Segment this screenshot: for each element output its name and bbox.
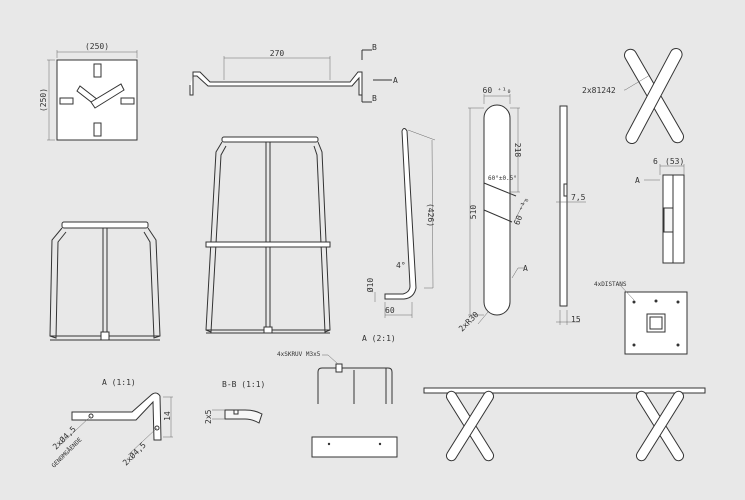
leg-profile-view: (426) 4° Ø10 60 A (2:1)	[362, 128, 436, 343]
view-a-label: A	[393, 76, 398, 85]
bench-view	[423, 387, 706, 462]
slat-thickness-dim: 15	[571, 315, 581, 324]
box-side-view: 6 (53) A	[635, 157, 685, 264]
slot-depth-dim: 7,5	[571, 193, 586, 202]
slat-view-a-label: A	[523, 264, 528, 273]
clock-plate-view: (250) (250)	[39, 42, 138, 141]
detail-a-title: A (1:1)	[102, 378, 136, 387]
small-stool-view	[49, 221, 161, 341]
slat-upper-dim: 218	[513, 143, 522, 158]
leg-length-dim: (426)	[426, 203, 435, 227]
top-bar-length-dim: 270	[270, 49, 285, 58]
slat-radius-dim: 2xR30	[457, 310, 481, 334]
detail-a-height-dim: 14	[163, 411, 172, 421]
clock-height-dim: (250)	[39, 88, 48, 112]
box-depth-dim: (53)	[665, 157, 684, 166]
leg-angle-dim: 4°	[396, 261, 406, 270]
section-b-top-label: B	[372, 43, 377, 52]
cross-legs-view: 2x81242	[582, 48, 684, 144]
box-offset-dim: 6	[653, 157, 658, 166]
slat-width-dim: 60 ⁺¹₀	[483, 86, 512, 95]
cross-callout: 2x81242	[582, 86, 616, 95]
section-bb-title: B-B (1:1)	[222, 380, 265, 389]
box-back-view: 4xDISTANS	[594, 281, 688, 355]
clock-width-dim: (250)	[85, 42, 109, 51]
slat-slot-dim: 60 ⁺¹₀	[512, 196, 530, 226]
section-b-bottom-label: B	[372, 94, 377, 103]
slat-side-view: 7,5 15	[556, 105, 586, 325]
hole-label: 2xØ4,5	[120, 440, 148, 468]
section-bb-dim: 2x5	[204, 409, 213, 424]
bracket-view: 4xSKRUV M3x5	[277, 351, 398, 458]
slat-front-view: 60 ⁺¹₀ 510 218 60 ⁺¹₀ 60°±0.5° 2xR30 A	[457, 86, 531, 333]
tall-stool-view	[205, 136, 331, 334]
leg-foot-dim: 60	[385, 306, 395, 315]
detail-a-view: A (1:1) 14 2xØ4,5 GENOMGÅENDE 2xØ4,5	[50, 378, 173, 469]
slat-length-dim: 510	[469, 205, 478, 220]
screw-callout: 4xSKRUV M3x5	[277, 351, 321, 358]
section-bb-view: B-B (1:1) 2x5	[204, 380, 265, 424]
leg-diameter-dim: Ø10	[365, 278, 375, 293]
top-bar-view: 270 B B A	[189, 43, 398, 103]
distans-callout: 4xDISTANS	[594, 281, 627, 288]
slat-angle-note: 60°±0.5°	[488, 175, 517, 182]
detail-a-scale-label: A (2:1)	[362, 334, 396, 343]
box-view-a-label: A	[635, 176, 640, 185]
